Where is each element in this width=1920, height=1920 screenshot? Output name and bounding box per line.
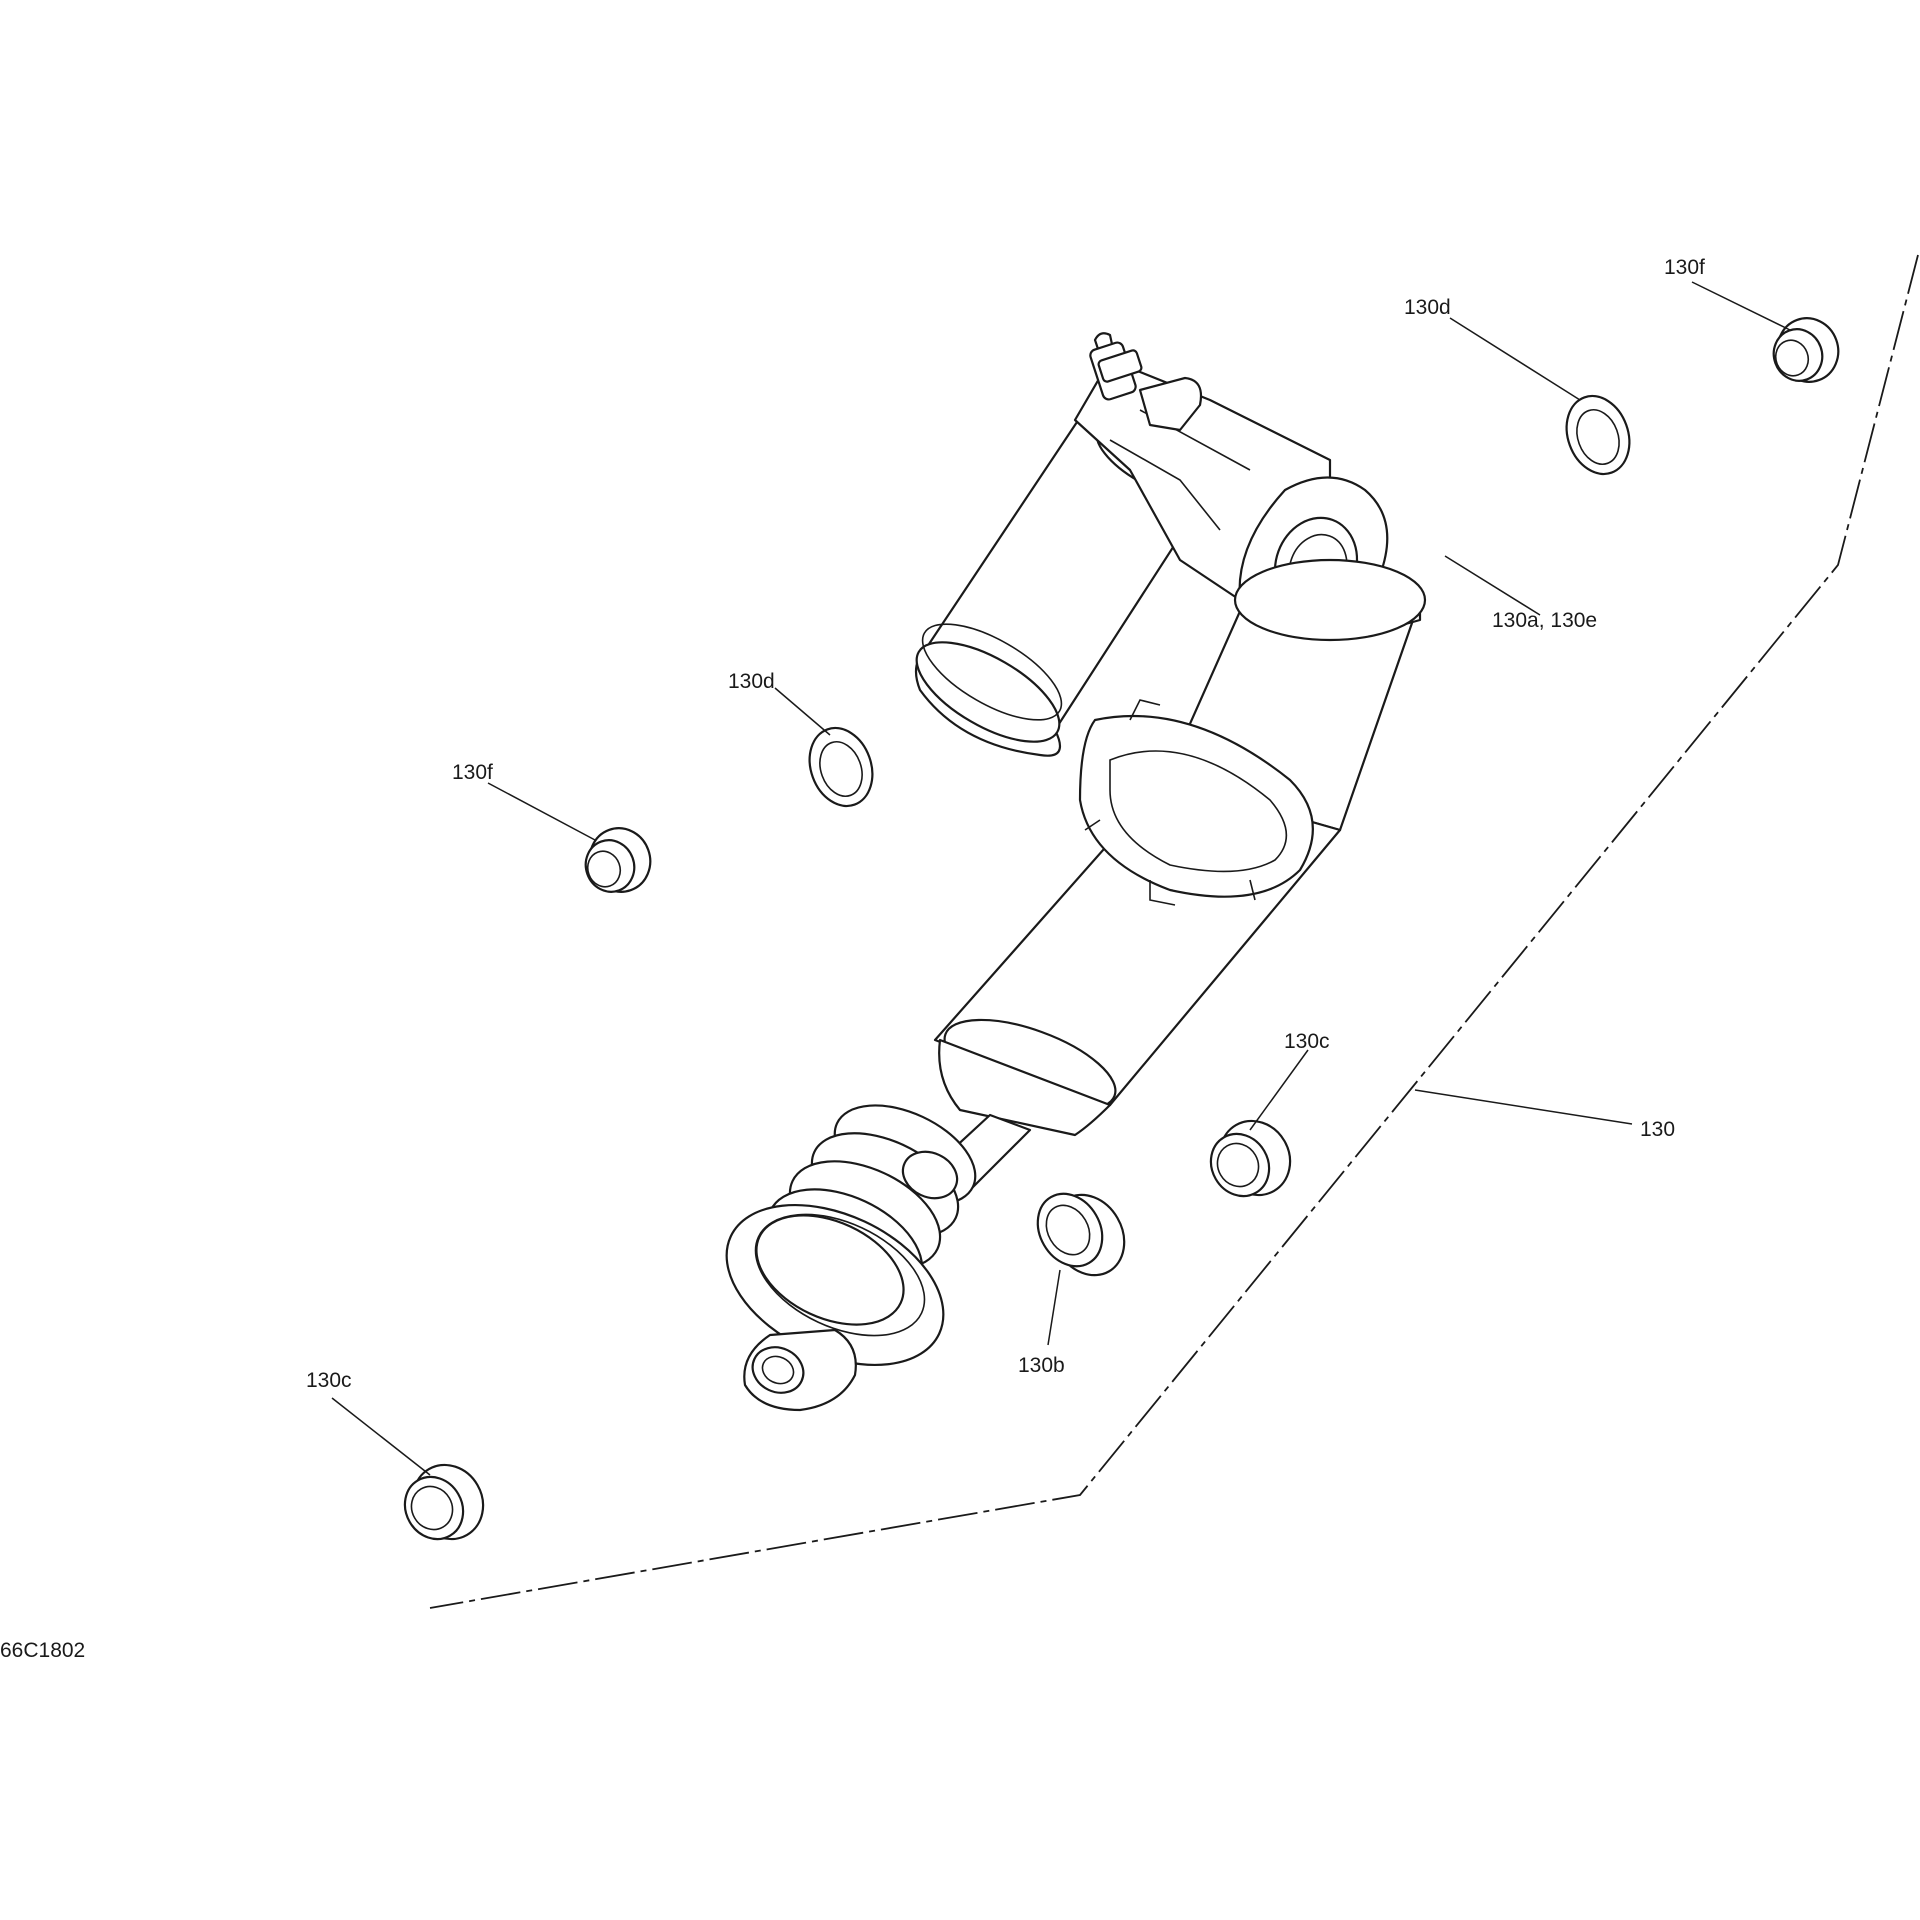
lower-body-band — [938, 1018, 1117, 1137]
callout-130f-top: 130f — [1664, 256, 1705, 279]
preload-collar — [1078, 699, 1314, 906]
callout-130c-left: 130c — [306, 1369, 352, 1392]
bushing-130c-left — [403, 1463, 485, 1541]
callout-130: 130 — [1640, 1118, 1675, 1141]
callout-130b: 130b — [1018, 1354, 1065, 1377]
shock-absorber — [725, 332, 1427, 1412]
callout-130d-top: 130d — [1404, 296, 1451, 319]
bottom-eyelet — [743, 1328, 857, 1412]
lower-spring-cup — [725, 1203, 945, 1367]
callout-130f-left: 130f — [452, 761, 493, 784]
assembly-boundary-line — [429, 254, 1919, 1609]
callout-labels: 130f 130d 130a, 130e 130d 130f 130c 130 … — [306, 256, 1705, 1392]
callout-130d-left: 130d — [728, 670, 775, 693]
leader-lines — [331, 281, 1791, 1476]
bushing-130c-right — [1209, 1119, 1292, 1198]
drawing-number: 66C1802 — [0, 1639, 85, 1662]
washer-130d-top — [1565, 394, 1631, 476]
callout-130c-right: 130c — [1284, 1030, 1330, 1053]
callout-130a-130e: 130a, 130e — [1492, 609, 1597, 632]
bushing-130f-top — [1772, 317, 1840, 383]
bushing-130f-left — [584, 827, 652, 893]
washer-130d-left — [808, 726, 874, 808]
bushing-130b — [1036, 1192, 1126, 1277]
